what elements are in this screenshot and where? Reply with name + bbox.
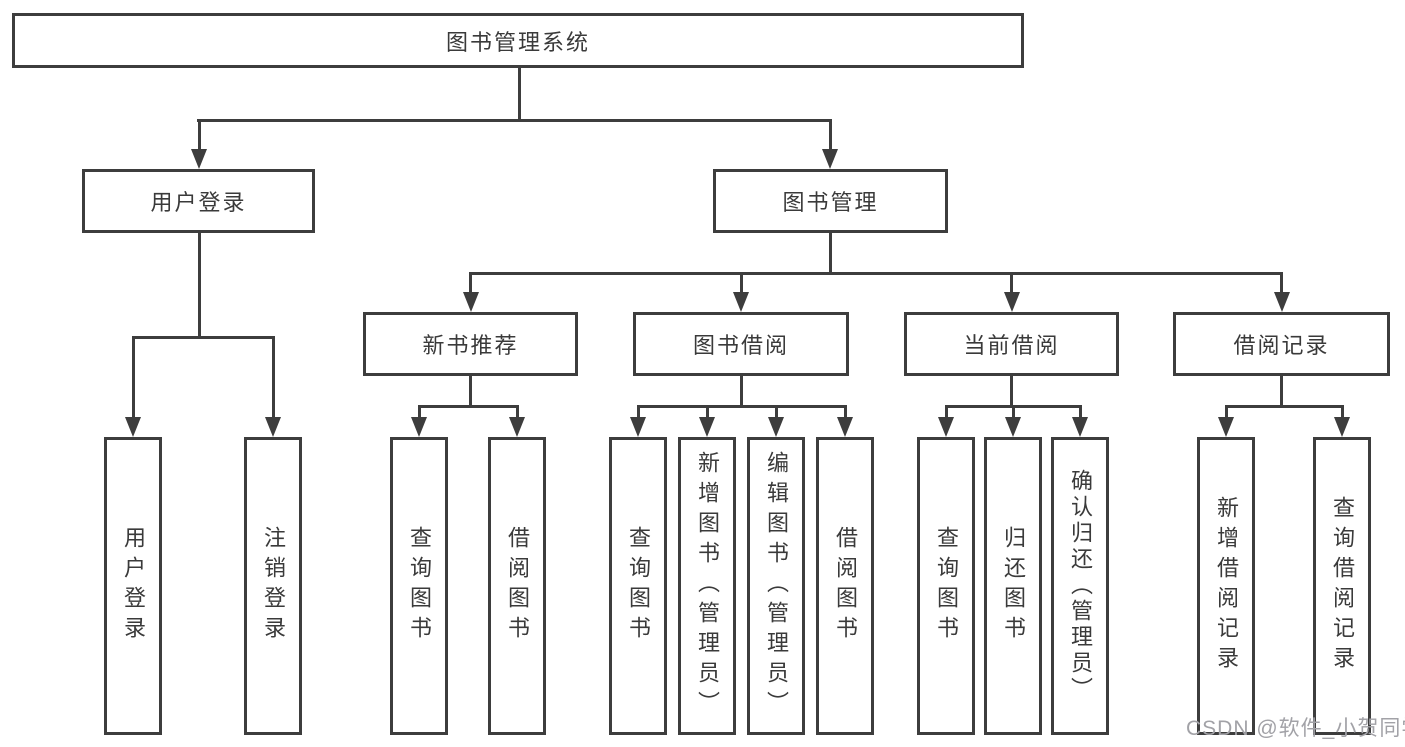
- node-leaf-recommend-query-books-label: 查询图书: [407, 526, 432, 646]
- arrow-down-icon: [509, 417, 525, 437]
- connector-book-management-branch: [469, 272, 1283, 275]
- node-current-borrow-label: 当前借阅: [963, 333, 1060, 358]
- connector-leaf-stem: [1224, 405, 1228, 417]
- node-leaf-user-login-label: 用户登录: [121, 526, 146, 646]
- arrow-down-icon: [191, 149, 207, 169]
- connector-leaf-stem: [774, 405, 778, 417]
- node-leaf-query-borrow-record-label: 查询借阅记录: [1330, 496, 1355, 676]
- arrow-down-icon: [265, 417, 281, 437]
- arrow-down-icon: [733, 292, 749, 312]
- connector-new-book-branch: [417, 405, 519, 408]
- connector-leaf-stem: [1011, 405, 1015, 417]
- connector-root-branch: [197, 119, 832, 122]
- node-book-borrow: 图书借阅: [633, 312, 849, 376]
- connector-leaf-stem: [1340, 405, 1344, 417]
- node-leaf-recommend-borrow-books-label: 借阅图书: [505, 526, 530, 646]
- arrow-down-icon: [1273, 292, 1290, 312]
- connector-book-borrow-branch: [636, 405, 847, 408]
- arrow-down-icon: [1005, 417, 1021, 437]
- node-leaf-user-login: 用户登录: [104, 437, 162, 735]
- node-book-borrow-label: 图书借阅: [692, 333, 789, 358]
- arrow-down-icon: [411, 417, 427, 437]
- connector-to-new-book: [469, 272, 472, 292]
- node-user-login: 用户登录: [82, 169, 315, 233]
- arrow-down-icon: [1003, 292, 1020, 312]
- connector-to-borrow-records: [1280, 272, 1283, 292]
- connector-borrow-records-branch: [1224, 405, 1344, 408]
- connector-to-current-borrow: [1010, 272, 1013, 292]
- node-leaf-borrow-books: 借阅图书: [816, 437, 874, 735]
- arrow-down-icon: [768, 417, 784, 437]
- connector-to-logout-leaf: [271, 336, 275, 417]
- connector-leaf-stem: [705, 405, 709, 417]
- node-leaf-borrow-query-books: 查询图书: [609, 437, 667, 735]
- connector-new-book-stem: [469, 376, 472, 405]
- arrow-down-icon: [1218, 417, 1234, 437]
- node-leaf-query-borrow-record: 查询借阅记录: [1313, 437, 1371, 735]
- node-new-book-recommend-label: 新书推荐: [422, 333, 519, 358]
- arrow-down-icon: [1072, 417, 1088, 437]
- arrow-down-icon: [630, 417, 646, 437]
- node-leaf-logout: 注销登录: [244, 437, 302, 735]
- node-leaf-add-books-admin-label: 新增图书（管理员）: [695, 451, 720, 721]
- connector-to-book-management: [828, 119, 832, 151]
- arrow-down-icon: [699, 417, 715, 437]
- connector-book-borrow-stem: [739, 376, 743, 405]
- connector-leaf-stem: [944, 405, 948, 417]
- node-leaf-confirm-return-admin: 确认归还（管理员）: [1051, 437, 1109, 735]
- node-borrow-records-label: 借阅记录: [1233, 333, 1330, 358]
- node-leaf-return-books-label: 归还图书: [1001, 526, 1026, 646]
- connector-leaf-stem: [636, 405, 640, 417]
- node-leaf-add-borrow-record: 新增借阅记录: [1197, 437, 1255, 735]
- node-leaf-add-books-admin: 新增图书（管理员）: [678, 437, 736, 735]
- node-leaf-logout-label: 注销登录: [261, 526, 286, 646]
- node-leaf-borrow-query-books-label: 查询图书: [626, 526, 651, 646]
- connector-root-stem: [518, 68, 521, 119]
- connector-user-login-stem: [197, 233, 201, 336]
- connector-borrow-records-stem: [1280, 376, 1283, 405]
- node-leaf-recommend-borrow-books: 借阅图书: [488, 437, 546, 735]
- node-system-root-label: 图书管理系统: [445, 29, 590, 55]
- node-current-borrow: 当前借阅: [904, 312, 1119, 376]
- node-leaf-edit-books-admin: 编辑图书（管理员）: [747, 437, 805, 735]
- node-book-management: 图书管理: [713, 169, 948, 233]
- arrow-down-icon: [837, 417, 853, 437]
- node-new-book-recommend: 新书推荐: [363, 312, 578, 376]
- node-leaf-current-query-books-label: 查询图书: [934, 526, 959, 646]
- connector-user-login-branch: [131, 336, 275, 339]
- node-user-login-label: 用户登录: [150, 190, 247, 215]
- connector-to-user-login: [197, 119, 201, 151]
- node-leaf-recommend-query-books: 查询图书: [390, 437, 448, 735]
- watermark-text: CSDN @软件_小贺同学: [1186, 717, 1405, 740]
- node-borrow-records: 借阅记录: [1173, 312, 1390, 376]
- connector-leaf-stem: [417, 405, 421, 417]
- connector-leaf-stem: [515, 405, 519, 417]
- connector-to-book-borrow: [739, 272, 743, 292]
- node-leaf-current-query-books: 查询图书: [917, 437, 975, 735]
- node-leaf-edit-books-admin-label: 编辑图书（管理员）: [764, 451, 789, 721]
- node-system-root: 图书管理系统: [12, 13, 1024, 68]
- node-leaf-add-borrow-record-label: 新增借阅记录: [1214, 496, 1239, 676]
- connector-book-management-stem: [828, 233, 832, 272]
- node-leaf-confirm-return-admin-label: 确认归还（管理员）: [1068, 469, 1093, 703]
- connector-current-borrow-stem: [1010, 376, 1013, 405]
- arrow-down-icon: [822, 149, 838, 169]
- arrow-down-icon: [938, 417, 954, 437]
- arrow-down-icon: [462, 292, 479, 312]
- arrow-down-icon: [1334, 417, 1350, 437]
- node-leaf-borrow-books-label: 借阅图书: [833, 526, 858, 646]
- connector-to-login-leaf: [131, 336, 135, 417]
- node-book-management-label: 图书管理: [782, 190, 879, 215]
- arrow-down-icon: [125, 417, 141, 437]
- node-leaf-return-books: 归还图书: [984, 437, 1042, 735]
- connector-leaf-stem: [1078, 405, 1082, 417]
- connector-leaf-stem: [843, 405, 847, 417]
